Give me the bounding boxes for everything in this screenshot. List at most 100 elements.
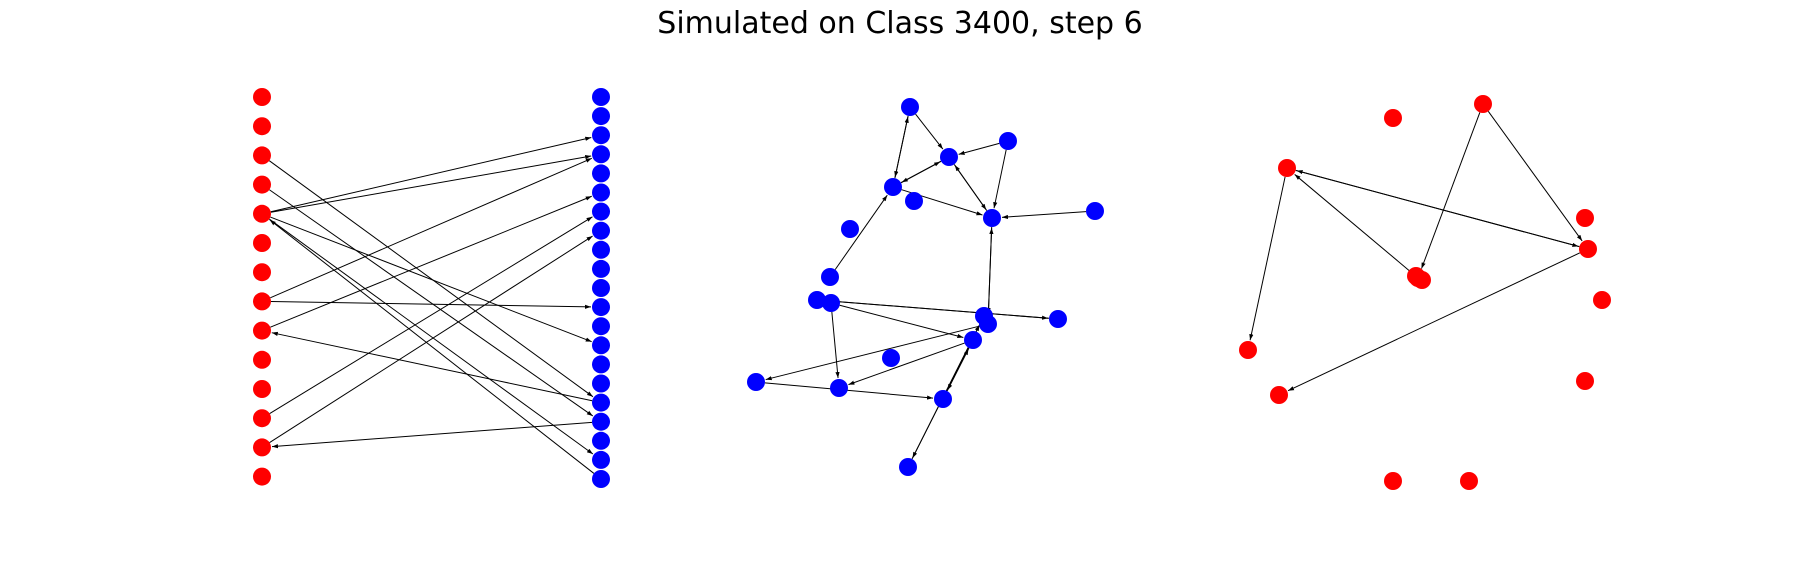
node-L10 bbox=[253, 380, 271, 398]
node-R20 bbox=[592, 470, 610, 488]
node-B12 bbox=[964, 331, 982, 349]
node-R19 bbox=[592, 450, 610, 469]
edge-B9-B13 bbox=[825, 300, 1049, 320]
node-B5 bbox=[905, 192, 923, 210]
node-R4 bbox=[592, 164, 610, 183]
edge-L4-R19 bbox=[268, 218, 594, 455]
node-B2 bbox=[999, 132, 1017, 150]
node-B16 bbox=[747, 373, 765, 391]
node-R5 bbox=[592, 183, 610, 202]
edge-L7-R11 bbox=[270, 301, 592, 309]
node-L5 bbox=[253, 234, 271, 252]
edges-layer bbox=[268, 110, 1583, 474]
node-B8 bbox=[821, 268, 839, 286]
edge-L11-R6 bbox=[269, 216, 593, 414]
bipartite-edges bbox=[268, 136, 595, 474]
node-R13 bbox=[592, 336, 610, 355]
node-C3 bbox=[1579, 240, 1597, 258]
edge-B16-B18 bbox=[764, 382, 934, 400]
node-C11 bbox=[1460, 472, 1478, 490]
node-L1 bbox=[253, 117, 271, 136]
node-L12 bbox=[253, 438, 271, 457]
node-R0 bbox=[592, 88, 610, 106]
node-B15 bbox=[882, 349, 900, 367]
edge-R20-L4 bbox=[269, 219, 595, 474]
node-R7 bbox=[592, 221, 610, 240]
blue-graph-nodes bbox=[747, 98, 1104, 476]
edge-B0-B1 bbox=[915, 113, 944, 150]
edge-L4-R2 bbox=[270, 136, 592, 213]
node-L0 bbox=[253, 88, 271, 106]
node-C13 bbox=[1413, 271, 1431, 289]
node-B9 bbox=[808, 291, 826, 309]
node-R9 bbox=[592, 259, 610, 278]
node-B14 bbox=[979, 315, 997, 333]
edge-B12-B17 bbox=[848, 342, 965, 386]
edge-L8-R5 bbox=[270, 195, 592, 328]
node-R16 bbox=[592, 393, 610, 412]
edge-B14-B4 bbox=[987, 227, 994, 316]
edge-B8-B3 bbox=[834, 194, 888, 270]
edge-C3-C6 bbox=[1287, 252, 1581, 392]
edge-L3-R17 bbox=[269, 189, 594, 417]
blue-graph-edges bbox=[764, 113, 1087, 460]
node-B3 bbox=[884, 178, 902, 196]
edge-B4-B1 bbox=[954, 164, 988, 211]
node-C8 bbox=[1593, 291, 1611, 309]
node-C10 bbox=[1384, 472, 1402, 490]
edge-C3-C2 bbox=[1296, 170, 1580, 248]
red-graph-nodes bbox=[1239, 95, 1611, 490]
edge-B10-B17 bbox=[831, 311, 840, 379]
node-L13 bbox=[253, 467, 271, 486]
edge-B2-B1 bbox=[958, 142, 1000, 155]
node-B1 bbox=[940, 148, 958, 166]
node-B4 bbox=[983, 209, 1001, 227]
node-L3 bbox=[253, 175, 271, 194]
node-R10 bbox=[592, 279, 610, 297]
edge-B18-B12 bbox=[946, 348, 969, 392]
edge-B6-B4 bbox=[1001, 211, 1087, 220]
edge-C1-C5 bbox=[1421, 112, 1481, 269]
node-L8 bbox=[253, 321, 271, 340]
node-B17 bbox=[830, 379, 848, 397]
node-R12 bbox=[592, 317, 610, 336]
node-R3 bbox=[592, 145, 610, 164]
node-B18 bbox=[934, 390, 952, 408]
edge-B3-B1 bbox=[900, 161, 941, 184]
node-C0 bbox=[1384, 109, 1402, 127]
edge-C1-C3 bbox=[1487, 110, 1583, 242]
node-R8 bbox=[592, 240, 610, 259]
node-R6 bbox=[592, 202, 610, 221]
node-R14 bbox=[592, 355, 610, 374]
edge-L4-R3 bbox=[270, 154, 592, 213]
node-L2 bbox=[253, 146, 271, 165]
node-L11 bbox=[253, 409, 271, 428]
node-R11 bbox=[592, 298, 610, 317]
node-L9 bbox=[253, 350, 271, 369]
edge-B14-B16 bbox=[765, 325, 980, 381]
node-C4 bbox=[1239, 341, 1257, 359]
node-L4 bbox=[253, 204, 271, 223]
edge-R17-L12 bbox=[271, 421, 593, 449]
edge-B2-B4 bbox=[993, 149, 1007, 209]
node-C1 bbox=[1474, 95, 1492, 113]
node-R17 bbox=[592, 412, 610, 431]
edge-R16-L8 bbox=[271, 331, 593, 402]
edge-L4-R13 bbox=[270, 216, 592, 343]
red-graph-edges bbox=[1249, 110, 1583, 392]
figure-title: Simulated on Class 3400, step 6 bbox=[657, 6, 1143, 41]
nodes-layer bbox=[253, 88, 1611, 490]
node-L6 bbox=[253, 263, 271, 282]
node-B13 bbox=[1049, 310, 1067, 328]
node-B0 bbox=[901, 98, 919, 116]
node-B7 bbox=[841, 220, 859, 238]
node-R15 bbox=[592, 374, 610, 393]
node-B19 bbox=[899, 458, 917, 476]
bipartite-nodes bbox=[253, 88, 610, 488]
node-R2 bbox=[592, 126, 610, 145]
edge-L7-R3 bbox=[270, 157, 593, 299]
node-C7 bbox=[1576, 209, 1594, 227]
node-R18 bbox=[592, 431, 610, 450]
node-C6 bbox=[1270, 386, 1288, 404]
